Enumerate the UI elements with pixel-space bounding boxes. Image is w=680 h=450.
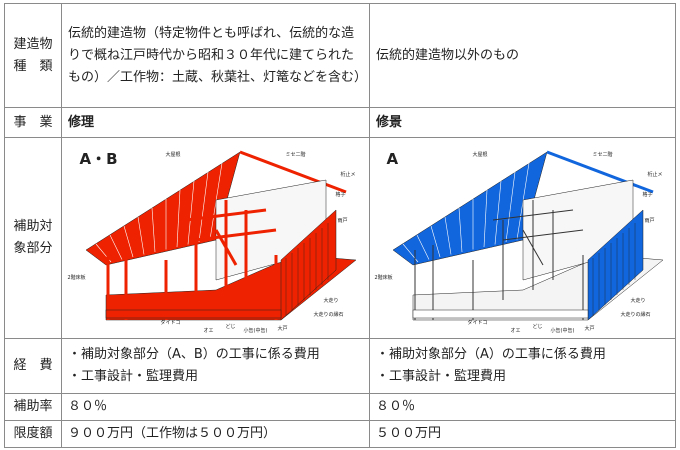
roof-line xyxy=(123,225,133,258)
frame-beam xyxy=(214,229,237,266)
frame-beam xyxy=(522,229,543,266)
diagram-label: ミセ二階 xyxy=(592,152,613,158)
header-limit: 限度額 xyxy=(4,420,62,448)
figure-cell-blue: A 大屋根 ミセ二階桁止メ格子雨戸 2階床板ダイドコオエ どじ小缶(中缶) 大戸 大走り大走… xyxy=(369,137,676,339)
row-building-type: 建造物種 類 伝統的建造物（特定物件とも呼ばれ、伝統的な造りで概ね江戸時代から昭… xyxy=(4,3,676,108)
diagram-label: オエ xyxy=(203,328,214,334)
non-traditional-desc: 伝統的建造物以外のもの xyxy=(369,3,676,108)
traditional-building-desc: 伝統的建造物（特定物件とも呼ばれ、伝統的な造りで概ね江戸時代から昭和３０年代に建… xyxy=(61,3,370,108)
header-target: 補助対象部分 xyxy=(4,137,62,339)
row-expenses: 経 費 ・補助対象部分（A、B）の工事に係る費用・工事設計・監理費用 ・補助対象… xyxy=(4,338,676,394)
roof-line xyxy=(198,171,208,243)
limit-landscape: ５００万円 xyxy=(369,420,676,448)
project-repair: 修理 xyxy=(61,107,370,138)
roof-line xyxy=(483,189,487,248)
diagram-label: 大屋根 xyxy=(472,152,488,158)
frame-beam xyxy=(195,228,276,242)
frame-beam xyxy=(492,209,573,221)
diagram-label: 2階床板 xyxy=(374,275,393,281)
roof-right-edge xyxy=(238,150,347,194)
header-building-type: 建造物種 類 xyxy=(4,3,62,108)
row-rate: 補助率 ８０％ ８０％ xyxy=(4,393,676,421)
row-limit: 限度額 ９００万円（工作物は５００万円） ５００万円 xyxy=(4,420,676,448)
row-target: 補助対象部分 A・B 大屋根 ミセ二階桁止メ格子雨戸 2階床板ダイドコオエ どじ小缶(中… xyxy=(4,137,676,339)
roof-line xyxy=(416,234,429,260)
expense-item: ・工事設計・監理費用 xyxy=(68,369,199,384)
roof-line xyxy=(505,171,515,243)
rate-repair: ８０％ xyxy=(61,393,370,421)
diagram-label: 大走りの縁石 xyxy=(313,312,344,318)
roof-line xyxy=(137,216,144,255)
expense-item: ・補助対象部分（A）の工事に係る費用 xyxy=(376,347,606,362)
roof-line xyxy=(444,216,451,255)
row-project: 事 業 修理 修景 xyxy=(4,107,676,138)
figure-label: A・B xyxy=(79,150,118,168)
expenses-landscape: ・補助対象部分（A）の工事に係る費用・工事設計・監理費用 xyxy=(369,338,676,394)
figure-label: A xyxy=(386,150,399,168)
header-line1: 建造物 xyxy=(13,36,53,52)
diagram-label: 大走り xyxy=(630,298,646,304)
diagram-label: 大戸 xyxy=(277,326,288,332)
front-base xyxy=(105,309,281,319)
house-illustration xyxy=(85,150,357,321)
diagram-label: 格子 xyxy=(335,192,346,198)
diagram-label: 格子 xyxy=(642,192,653,198)
frame-beam xyxy=(502,229,583,241)
diagram-label: 大走り xyxy=(323,298,339,304)
roof-line xyxy=(176,189,180,248)
expenses-repair: ・補助対象部分（A、B）の工事に係る費用・工事設計・監理費用 xyxy=(61,338,370,394)
subsidy-table: 建造物種 類 伝統的建造物（特定物件とも呼ばれ、伝統的な造りで概ね江戸時代から昭… xyxy=(4,3,676,448)
diagram-label: 大戸 xyxy=(584,326,595,332)
diagram-label: 2階床板 xyxy=(67,275,86,281)
diagram-label: 雨戸 xyxy=(644,218,655,224)
frame-beam xyxy=(185,208,266,222)
expense-item: ・工事設計・監理費用 xyxy=(376,369,507,384)
limit-repair: ９００万円（工作物は５００万円） xyxy=(61,420,370,448)
diagram-label: どじ xyxy=(532,324,543,330)
diagram-label: 桁止メ xyxy=(647,172,663,178)
roof-line xyxy=(187,180,194,245)
right-facade xyxy=(280,209,336,321)
front-base xyxy=(412,309,588,319)
right-facade xyxy=(587,209,643,321)
diagram-label: 小缶(中缶) xyxy=(550,328,575,334)
diagram-label: どじ xyxy=(225,324,236,330)
diagram-label: ダイドコ xyxy=(160,320,181,326)
rate-landscape: ８０％ xyxy=(369,393,676,421)
house-illustration xyxy=(392,150,664,321)
header-rate: 補助率 xyxy=(4,393,62,421)
header-expenses: 経 費 xyxy=(4,338,62,394)
header-line2: 象部分 xyxy=(13,241,53,256)
roof-line xyxy=(109,234,122,260)
diagram-label: 小缶(中缶) xyxy=(243,328,268,334)
roof-line xyxy=(430,225,440,258)
header-line1: 補助対 xyxy=(13,219,53,234)
project-landscape: 修景 xyxy=(369,107,676,138)
diagram-label: 大屋根 xyxy=(165,152,181,158)
diagram-label: 桁止メ xyxy=(340,172,356,178)
house-diagram-blue: A 大屋根 ミセ二階桁止メ格子雨戸 2階床板ダイドコオエ どじ小缶(中缶) 大戸 大走り大走… xyxy=(373,140,673,336)
diagram-label: 大走りの縁石 xyxy=(620,312,651,318)
roof-line xyxy=(494,180,501,245)
header-line2: 種 類 xyxy=(13,58,53,74)
roof-right-edge xyxy=(545,150,654,194)
diagram-label: ミセ二階 xyxy=(285,152,306,158)
house-diagram-red: A・B 大屋根 ミセ二階桁止メ格子雨戸 2階床板ダイドコオエ どじ小缶(中缶) 大戸 大走り… xyxy=(66,140,366,336)
header-project: 事 業 xyxy=(4,107,62,138)
roof-line xyxy=(458,207,462,253)
diagram-label: ダイドコ xyxy=(467,320,488,326)
diagram-label: 雨戸 xyxy=(337,218,348,224)
diagram-label: オエ xyxy=(510,328,521,334)
figure-cell-red: A・B 大屋根 ミセ二階桁止メ格子雨戸 2階床板ダイドコオエ どじ小缶(中缶) 大戸 大走り… xyxy=(61,137,370,339)
expense-item: ・補助対象部分（A、B）の工事に係る費用 xyxy=(68,347,320,362)
roof-line xyxy=(151,207,155,253)
